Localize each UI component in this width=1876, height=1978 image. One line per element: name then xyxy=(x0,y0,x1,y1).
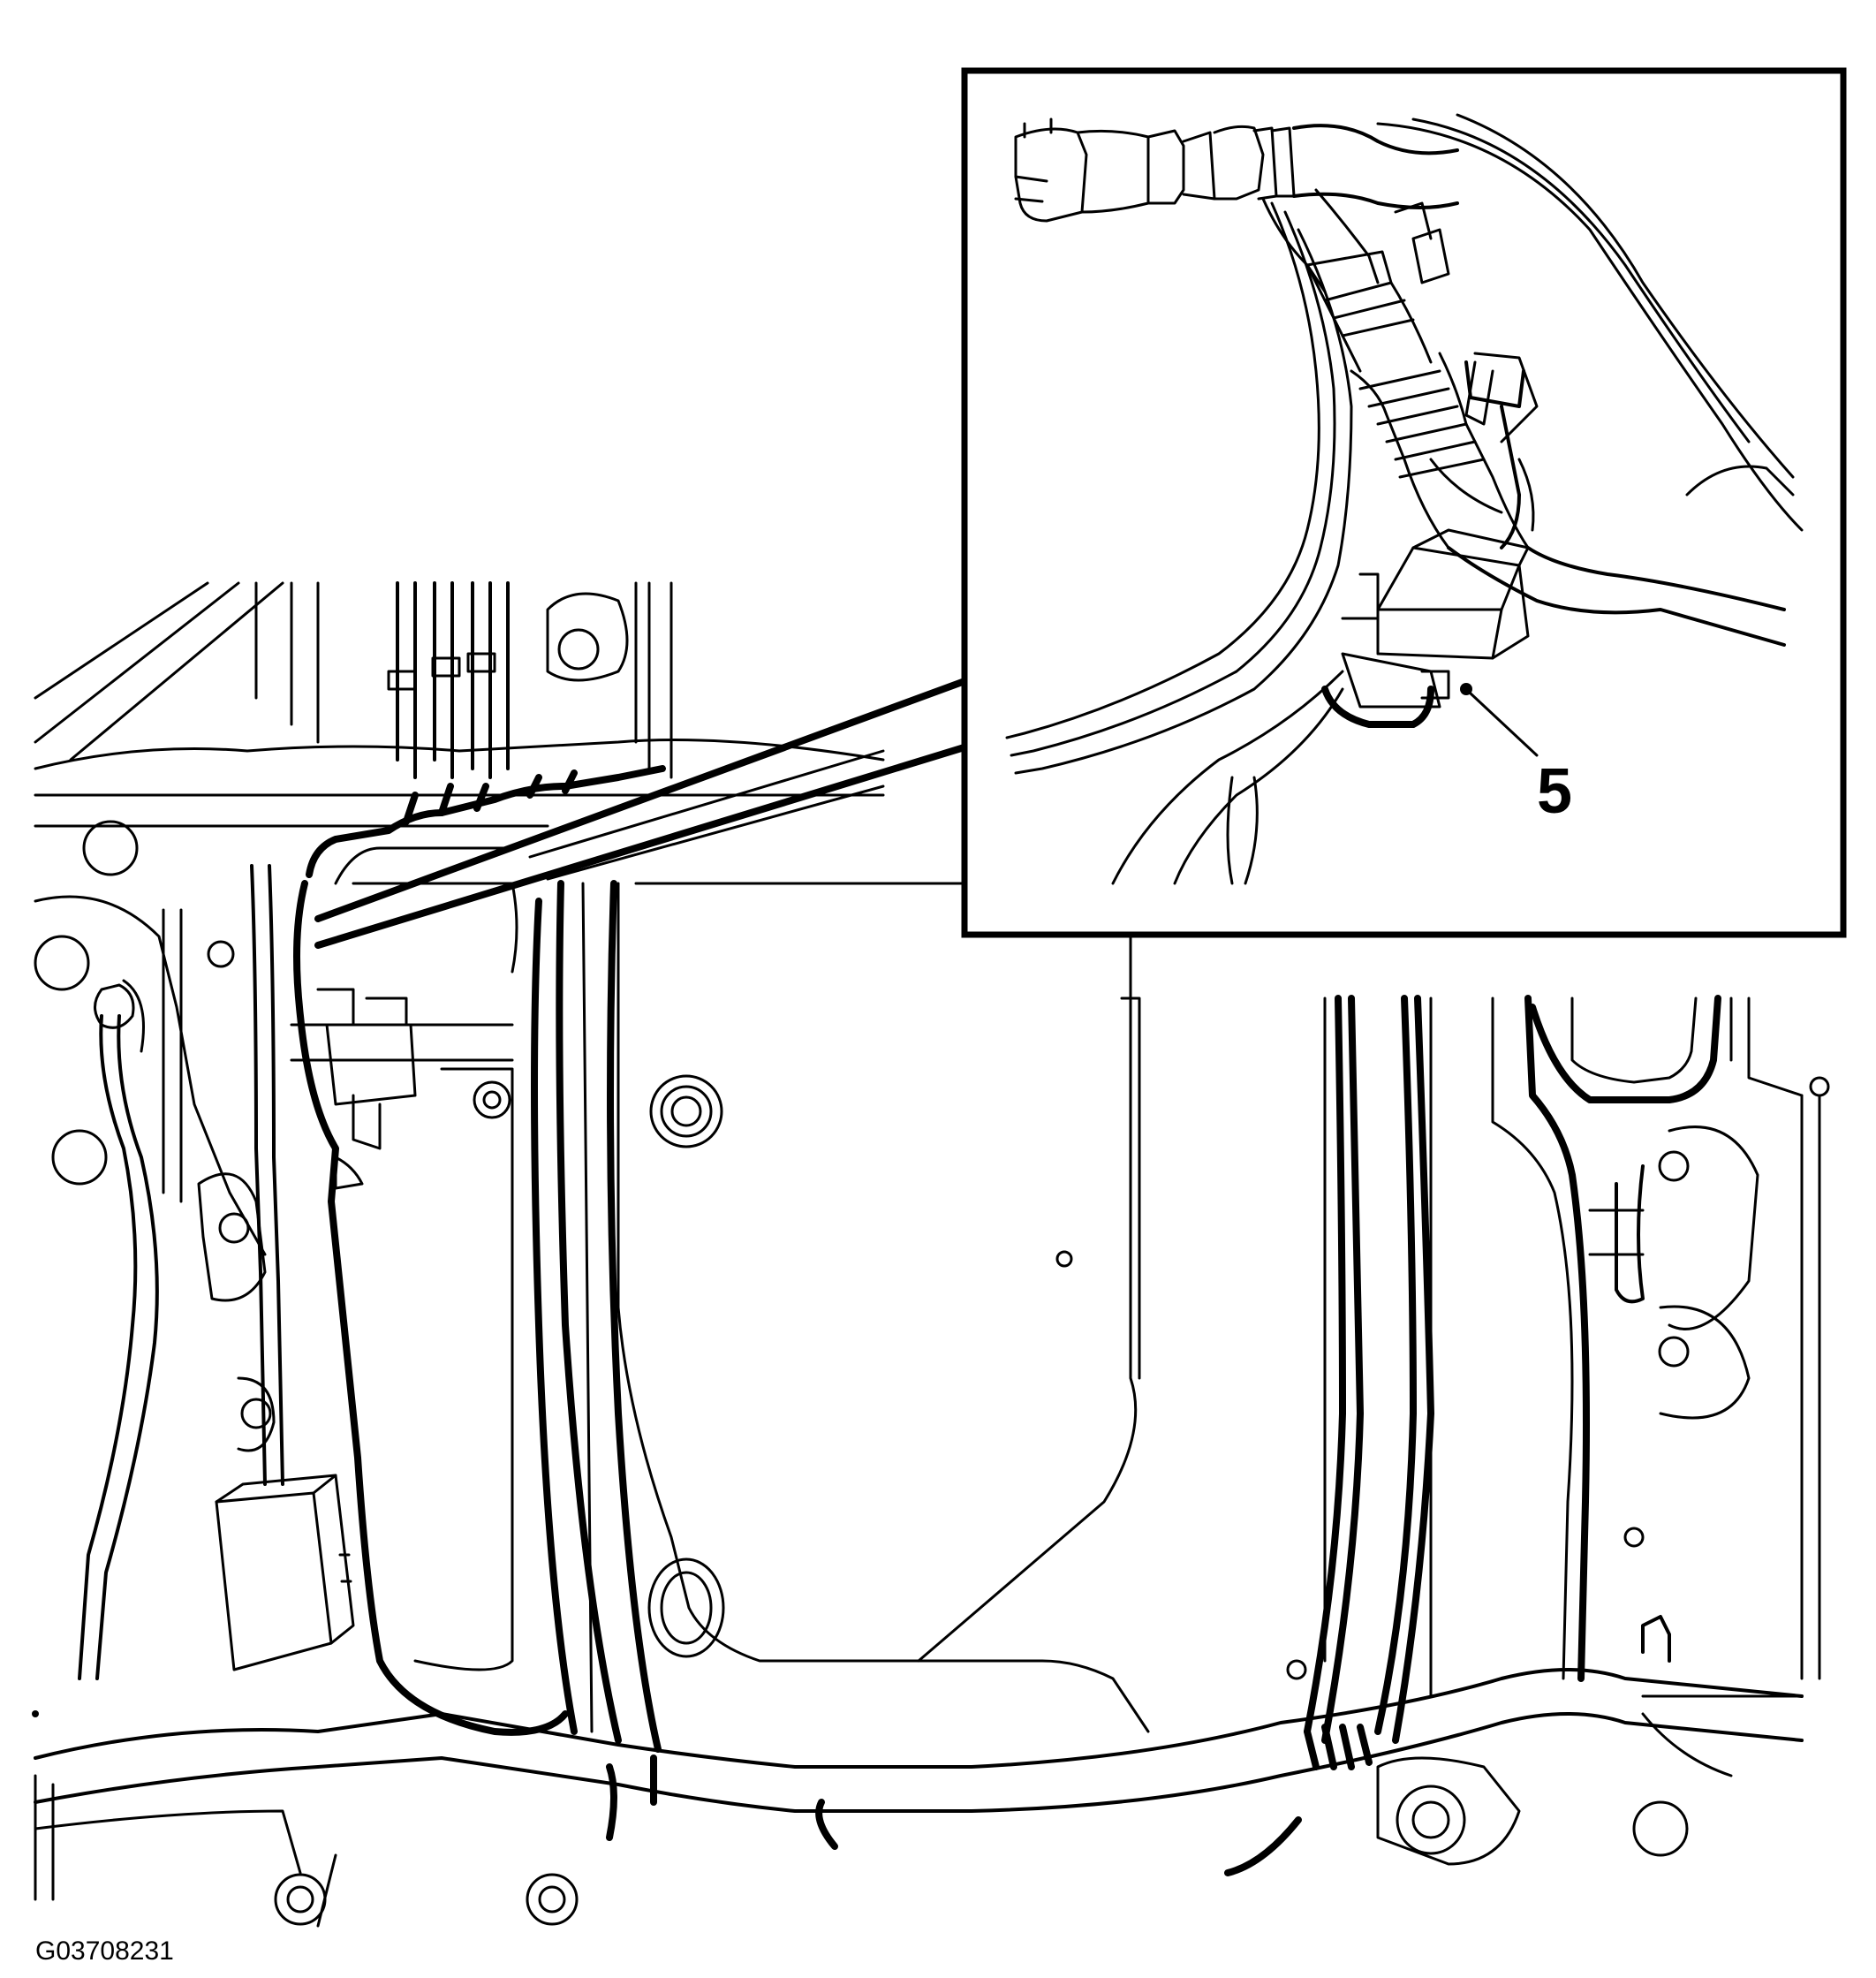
detail-inset: 5 xyxy=(961,67,1847,938)
callout-leader-line xyxy=(1469,692,1539,757)
callout-marker xyxy=(1460,683,1472,695)
inset-frame xyxy=(961,67,1847,938)
main-view xyxy=(32,581,1830,1928)
callout-label-5: 5 xyxy=(1537,756,1572,827)
figure-id: G03708231 xyxy=(35,1936,174,1966)
